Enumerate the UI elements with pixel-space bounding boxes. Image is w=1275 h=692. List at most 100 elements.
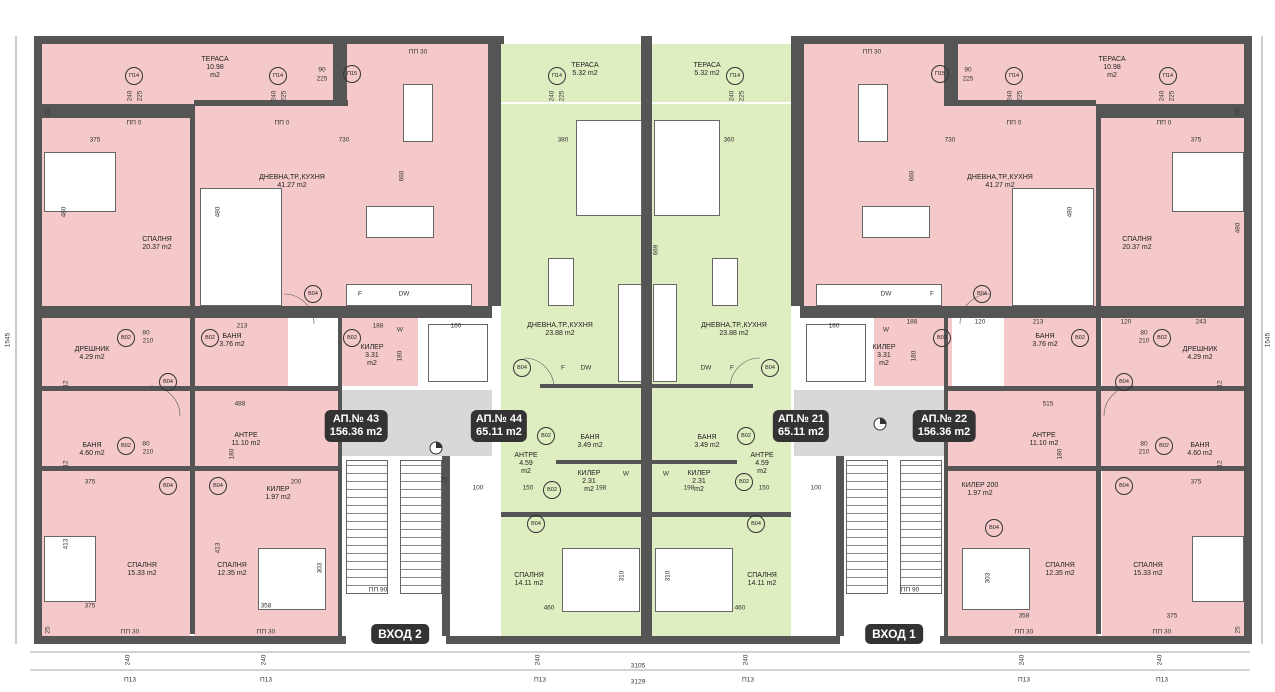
dim-303-right: 303 [984, 572, 992, 584]
apartment-22-area: 156.36 m2 [917, 426, 971, 438]
bed-bedroom-1-left [44, 152, 116, 212]
dim-240-bottom-2: 240 [260, 654, 268, 666]
bed-bedroom-2-right [1192, 536, 1244, 602]
label-kiler-center-left-name: КИЛЕР [577, 470, 601, 477]
bed-bedroom-2-left [44, 536, 96, 602]
dim-120-right: 120 [974, 318, 986, 326]
dim-488: 488 [234, 400, 246, 408]
wall-v-1096 [1096, 104, 1101, 634]
dim-240-top-5: 240 [1006, 90, 1014, 102]
dim-80-c: 80 [1140, 329, 1148, 337]
wall-v-190 [190, 104, 195, 634]
tag-b04-10: B04 [761, 359, 779, 377]
kitchen-fridge-left: F [358, 290, 362, 298]
label-kiler-1-left-name: КИЛЕР [360, 344, 384, 351]
label-bedroom-1-left-name: СПАЛНЯ [142, 236, 172, 243]
label-hall-center-right-area: 4.59 [755, 460, 769, 467]
wall-v-488 [488, 36, 501, 306]
label-bath-2-left-area: 4.60 m2 [79, 450, 105, 457]
dim-310-left: 310 [618, 570, 626, 582]
kitchen-washer-center-left: W [622, 470, 630, 478]
tag-p14-1: П14 [125, 67, 143, 85]
wall-h-306-right [800, 306, 1244, 318]
label-kiler-2-left-area: 1.97 m2 [265, 494, 291, 501]
dim-225-top-5: 225 [1016, 90, 1024, 102]
dim-240-top-2: 240 [270, 90, 278, 102]
label-kiler-2-left-name: КИЛЕР [266, 486, 290, 493]
label-living-center-left-name: ДНЕВНА,ТР.,КУХНЯ [527, 322, 593, 329]
dim-180-left: 180 [396, 350, 404, 362]
wall-outer-left [34, 36, 42, 644]
dim-240-bottom-5: 240 [1018, 654, 1026, 666]
wall-h-386-right [946, 386, 1244, 391]
dim-225-top-2: 225 [280, 90, 288, 102]
label-living-right-name: ДНЕВНА,ТР.,КУХНЯ [967, 174, 1033, 181]
dim-660-left: 660 [398, 170, 406, 182]
label-living-center-right-name: ДНЕВНА,ТР.,КУХНЯ [701, 322, 767, 329]
label-kiler-1-left-area: 3.31 [365, 352, 379, 359]
kitchen-washer-right: W [882, 326, 890, 334]
label-living-left-area: 41.27 m2 [277, 182, 307, 189]
dim-225-top-6: 225 [1168, 90, 1176, 102]
dim-460-right: 460 [734, 604, 746, 612]
dim-225-top-left: 225 [316, 75, 328, 83]
dim-12-c: 12 [1216, 380, 1224, 388]
kitchen-counter-center-right [653, 284, 677, 382]
dim-303-left: 303 [316, 562, 324, 574]
room-terrace-center-left [501, 44, 641, 102]
tag-b02-1: B02 [117, 329, 135, 347]
dim-480-living-right: 480 [1066, 206, 1074, 218]
tag-b04-12: B04 [985, 519, 1003, 537]
sofa-center-right [654, 120, 720, 216]
dim-188-right: 188 [906, 318, 918, 326]
dim-240-top-1: 240 [126, 90, 134, 102]
kitchen-washer-left: W [396, 326, 404, 334]
tag-b02-9: B02 [933, 329, 951, 347]
sofa-living-left [200, 188, 282, 306]
label-bedroom-3-left-area: 12.35 m2 [217, 570, 247, 577]
dim-198-right: 198 [683, 484, 695, 492]
dim-225-top-1: 225 [136, 90, 144, 102]
wall-terrace-left-2 [194, 100, 348, 106]
wall-h-center-l2 [556, 460, 641, 464]
label-kiler-center-right-name: КИЛЕР [687, 470, 711, 477]
dim-120-right-2: 120 [1120, 318, 1132, 326]
label-closet-right-name: ДРЕШНИК [1182, 346, 1218, 353]
wall-h-386-left [42, 386, 342, 391]
dim-360: 360 [723, 136, 735, 144]
label-bath-2-right-area: 4.60 m2 [1187, 450, 1213, 457]
wall-h-306-left [42, 306, 492, 318]
wall-terrace-left [42, 104, 194, 118]
wall-h-466-right [946, 466, 1244, 471]
label-terrace-right-unit: m2 [1107, 72, 1117, 79]
dim-375-bottom-left: 375 [84, 602, 96, 610]
label-bedroom-2-left-name: СПАЛНЯ [127, 562, 157, 569]
label-bedroom-3-right-area: 12.35 m2 [1045, 570, 1075, 577]
dim-25-b: 25 [44, 626, 52, 634]
dim-100-left: 100 [472, 484, 484, 492]
tag-p14-4: П14 [726, 67, 744, 85]
apartment-44-area: 65.11 m2 [476, 426, 522, 438]
wall-outer-bottom-center [446, 636, 840, 644]
label-hall-left-name: АНТРЕ [234, 432, 258, 439]
dim-375-top-left: 375 [89, 136, 101, 144]
apartment-21-area: 65.11 m2 [778, 426, 824, 438]
dim-310-right: 310 [664, 570, 672, 582]
dim-480-living-left: 480 [214, 206, 222, 218]
dim-25-c: 25 [1234, 108, 1242, 116]
label-hall-right-name: АНТРЕ [1032, 432, 1056, 439]
